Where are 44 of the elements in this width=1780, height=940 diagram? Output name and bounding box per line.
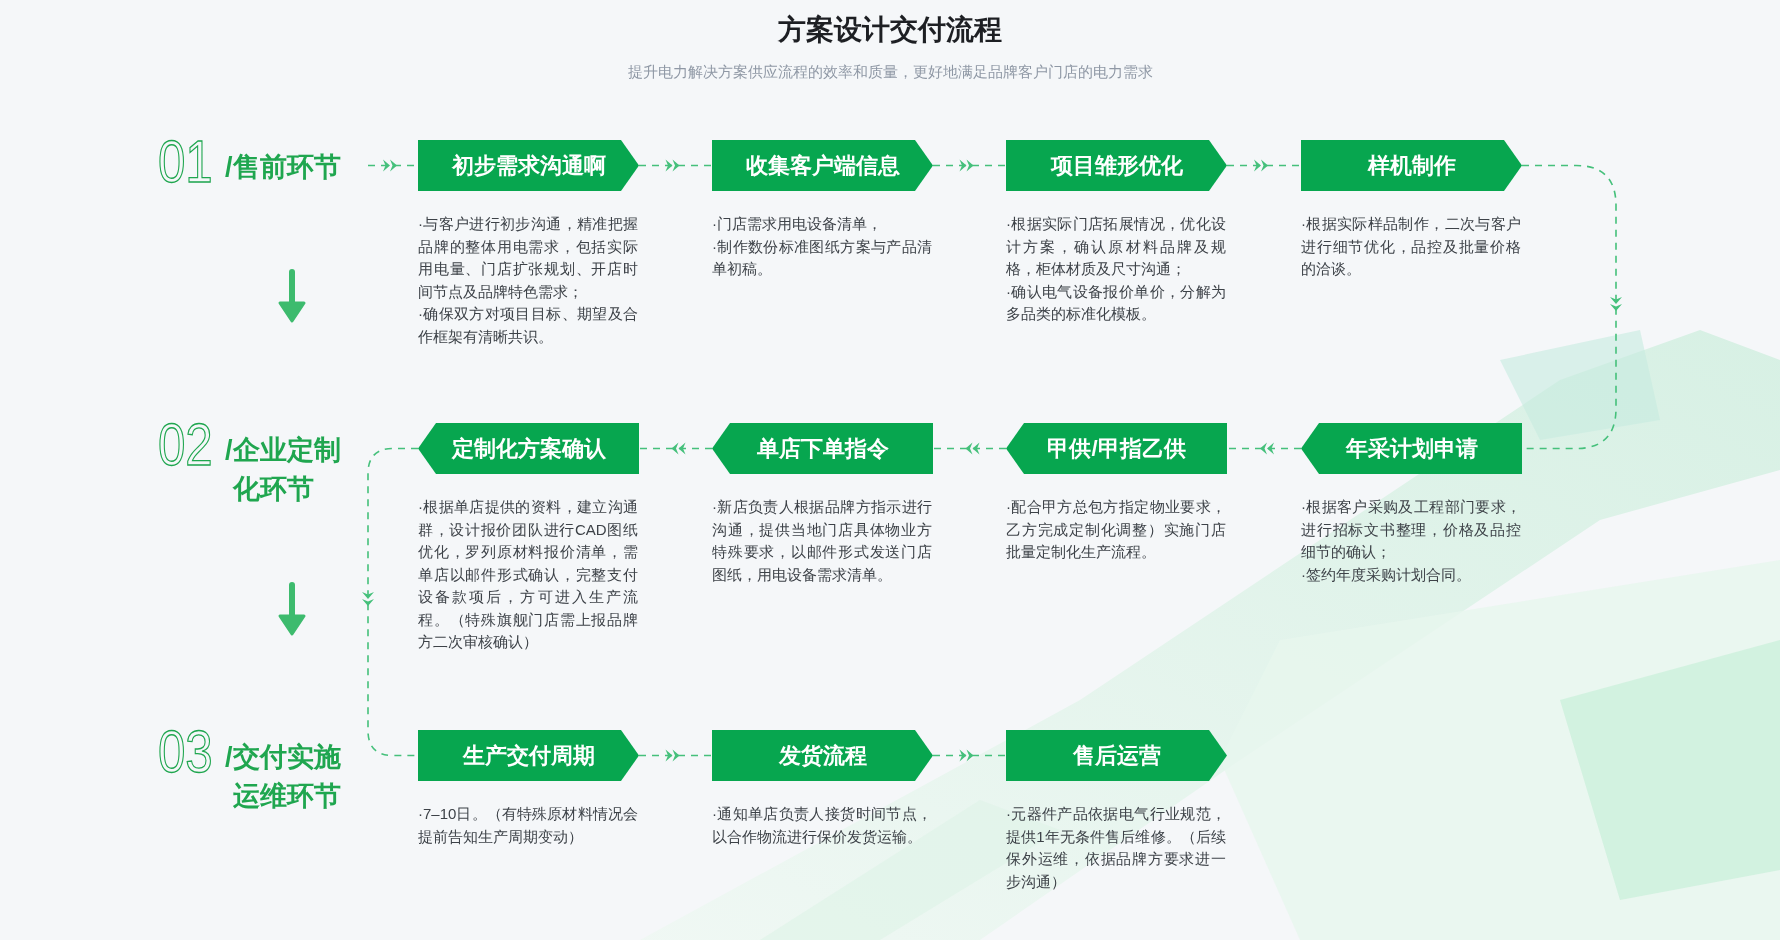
phase-title: /售前环节 bbox=[225, 150, 342, 184]
step-description: ·7–10日。（有特殊原材料情况会提前告知生产周期变动） bbox=[418, 804, 638, 847]
step-description: ·与客户进行初步沟通，精准把握品牌的整体用电需求，包括实际用电量、门店扩张规划、开店时间节点及品牌特色需求； bbox=[418, 214, 638, 302]
step-banner: 初步需求沟通啊 bbox=[418, 140, 639, 191]
step-description: ·根据实际门店拓展情况，优化设计方案，确认原材料品牌及规格，柜体材质及尺寸沟通； bbox=[1006, 214, 1226, 279]
step-description: ·门店需求用电设备清单， bbox=[712, 214, 883, 234]
step-description: ·新店负责人根据品牌方指示进行沟通，提供当地门店具体物业方特殊要求，以邮件形式发送门店图纸，用电设备需求清单。 bbox=[712, 497, 932, 585]
flow-arrow bbox=[1226, 442, 1302, 455]
step-description: ·根据实际样品制作，二次与客户进行细节优化，品控及批量价格的洽谈。 bbox=[1301, 214, 1521, 279]
step-banner: 项目雏形优化 bbox=[1006, 140, 1227, 191]
flow-arrow bbox=[1521, 164, 1622, 450]
step-banner: 发货流程 bbox=[712, 730, 933, 781]
step-banner: 样机制作 bbox=[1301, 140, 1522, 191]
step-description: ·配合甲方总包方指定物业要求，乙方完成定制化调整）实施门店批量定制化生产流程。 bbox=[1006, 497, 1226, 562]
flow-arrow bbox=[638, 442, 713, 455]
flow-arrow bbox=[932, 159, 1007, 172]
flow-arrow bbox=[1226, 159, 1302, 172]
step-description: ·确认电气设备报价单价，分解为多品类的标准化模板。 bbox=[1006, 281, 1226, 324]
step-banner: 收集客户端信息 bbox=[712, 140, 933, 191]
phase-number: 01 bbox=[158, 138, 213, 186]
phase-number: 02 bbox=[158, 421, 213, 469]
step-banner: 售后运营 bbox=[1006, 730, 1227, 781]
step-description: ·根据客户采购及工程部门要求，进行招标文书整理，价格及品控细节的确认； bbox=[1301, 497, 1521, 562]
page-title: 方案设计交付流程 bbox=[778, 13, 1002, 47]
flow-arrow bbox=[932, 749, 1007, 762]
flow-arrow bbox=[638, 159, 713, 172]
phase-number: 03 bbox=[158, 728, 213, 776]
step-description: ·通知单店负责人接货时间节点，以合作物流进行保价发货运输。 bbox=[712, 804, 932, 847]
flow-arrow bbox=[932, 442, 1007, 455]
step-banner: 定制化方案确认 bbox=[418, 423, 639, 474]
page-subtitle: 提升电力解决方案供应流程的效率和质量，更好地满足品牌客户门店的电力需求 bbox=[627, 62, 1153, 82]
step-description: ·根据单店提供的资料，建立沟通群，设计报价团队进行CAD图纸优化，罗列原材料报价清单，需单店以邮件形式确认，完整支付设备款项后，方可进入生产流程。（特殊旗舰门店需上报品牌方二次审核确认） bbox=[418, 497, 638, 652]
step-description: ·确保双方对项目目标、期望及合作框架有清晰共识。 bbox=[418, 304, 638, 347]
step-banner: 年采计划申请 bbox=[1301, 423, 1522, 474]
flow-arrow bbox=[638, 749, 713, 762]
step-banner: 生产交付周期 bbox=[418, 730, 639, 781]
flow-arrow bbox=[362, 447, 419, 757]
step-description: ·签约年度采购计划合同。 bbox=[1301, 564, 1472, 585]
step-description: ·元器件产品依据电气行业规范，提供1年无条件售后维修。（后续保外运维，依据品牌方要求进一步沟通） bbox=[1006, 804, 1226, 892]
step-banner: 甲供/甲指乙供 bbox=[1006, 423, 1227, 474]
step-banner: 单店下单指令 bbox=[712, 423, 933, 474]
phase-title: /交付实施运维环节 bbox=[225, 740, 342, 813]
phase-title: /企业定制化环节 bbox=[225, 433, 342, 506]
step-description: ·制作数份标准图纸方案与产品清单初稿。 bbox=[712, 236, 932, 279]
